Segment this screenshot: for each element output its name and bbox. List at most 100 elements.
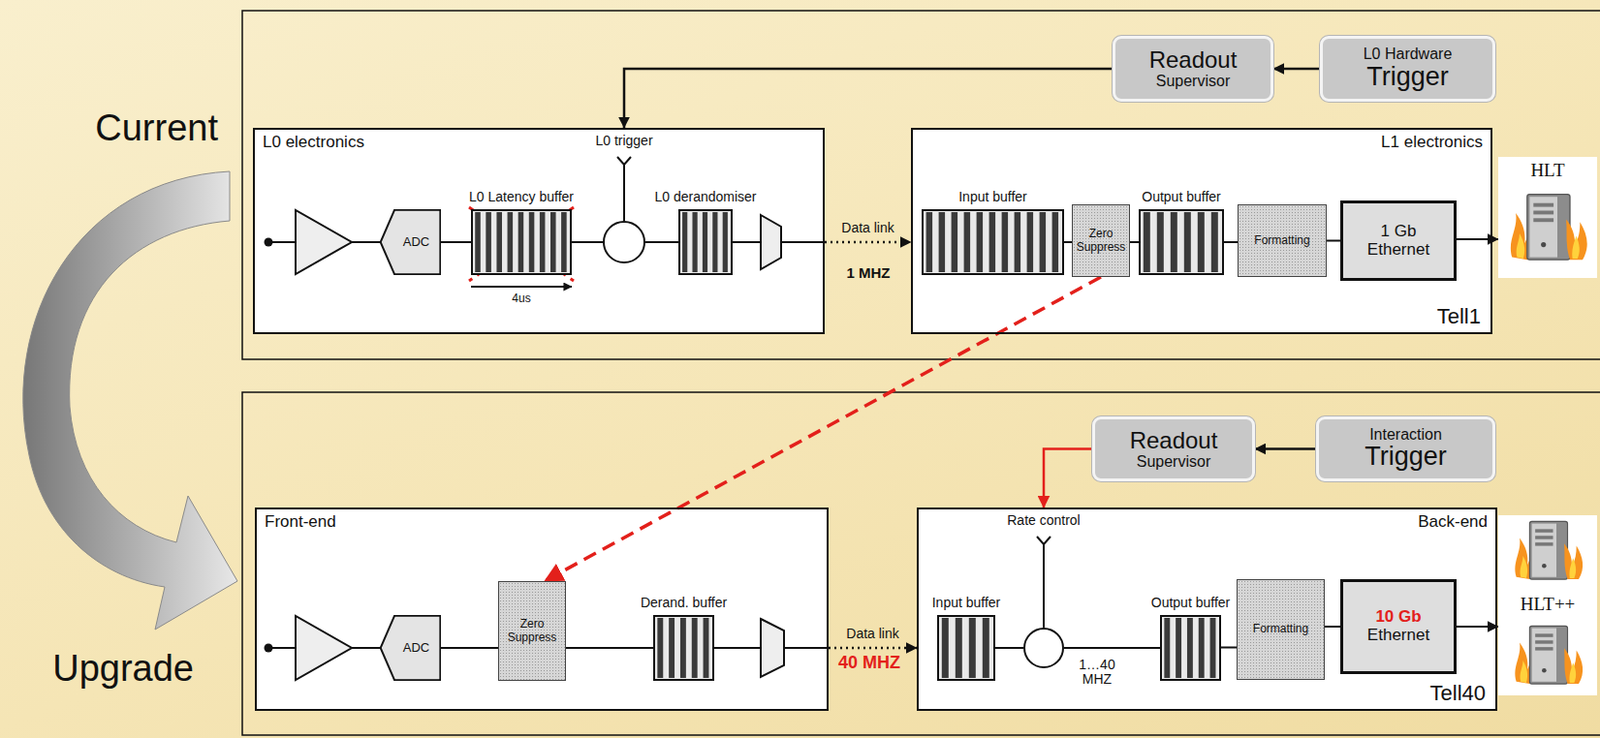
buffer-cell [507, 212, 514, 273]
signal-wire [784, 647, 829, 650]
buffer-block: Derand. buffer [653, 615, 715, 682]
buffer-cell [485, 212, 492, 273]
signal-wire [351, 647, 380, 650]
drive-slot [1533, 211, 1554, 216]
server-front [1532, 524, 1557, 578]
trigger-gate: Rate control [997, 507, 1091, 671]
buffer-cell [1157, 212, 1164, 273]
electronics-board: ADCZero SuppressDerand. bufferFront-end [254, 507, 829, 712]
control-box: L0 HardwareTrigger [1319, 35, 1496, 102]
signal-link [1223, 241, 1238, 244]
drive-slot [1535, 542, 1553, 546]
buffer-cell [712, 212, 718, 273]
signal-link [1324, 626, 1341, 628]
server-farm: HLT [1498, 156, 1598, 279]
buffer-cell [539, 212, 546, 273]
buffer-block: L0 Latency buffer [470, 209, 572, 276]
signal-note: 1 MHZ [839, 265, 898, 283]
node-label: L0 trigger [577, 133, 671, 149]
multiplexer-symbol [760, 215, 782, 270]
node-label: Output buffer [1151, 596, 1230, 611]
multiplexer-symbol [760, 619, 785, 678]
server-case [1529, 521, 1568, 580]
node-label: Zero Suppress [1076, 227, 1127, 253]
server-front [1529, 196, 1558, 257]
buffer-cell [941, 618, 949, 679]
link-label: Data link [810, 220, 927, 236]
buffer-cell [955, 618, 963, 679]
upgrade-link [544, 277, 1101, 582]
buffer-cell [982, 618, 990, 679]
link-label: Data link [815, 627, 932, 642]
signal-link [1273, 67, 1320, 71]
node-label: Output buffer [1141, 189, 1221, 205]
flame [1564, 648, 1583, 685]
signal-link [571, 241, 603, 244]
power-light [1541, 668, 1547, 674]
node-label: ADC [403, 641, 430, 656]
buffer-outline [471, 210, 571, 275]
buffer-block: L0 derandomiser [678, 209, 733, 276]
node-sublabel: Supervisor [1136, 453, 1211, 471]
signal-link [1254, 447, 1317, 451]
signal-link [1129, 241, 1139, 244]
node-label: Back-end [1417, 513, 1488, 533]
flame [1571, 236, 1580, 259]
node-label: Formatting [1254, 234, 1310, 248]
node-label: 10 Gb [1375, 608, 1421, 628]
gate-circle [1023, 627, 1065, 669]
buffer-cells [470, 209, 572, 276]
signal-link [1064, 647, 1161, 650]
board-fill [254, 507, 829, 712]
server-icon [1510, 194, 1588, 261]
flame [1568, 558, 1576, 579]
drive-slot [1535, 633, 1553, 637]
signal-link [1221, 647, 1237, 650]
control-box: InteractionTrigger [1316, 416, 1496, 482]
node-label: Readout [1149, 47, 1238, 73]
buffer-cell [989, 212, 997, 273]
board-fill [910, 127, 1493, 335]
latency-arrow [470, 285, 572, 288]
section-frame [242, 392, 1600, 736]
removed-cross [469, 207, 574, 282]
trigger-tick [617, 156, 631, 221]
drive-slot [1535, 647, 1553, 651]
buffer-cell [496, 212, 502, 273]
buffer-cell [1197, 212, 1205, 273]
drive-slot [1533, 203, 1554, 208]
node-sublabel: Trigger [1364, 442, 1447, 472]
node-label: Readout [1129, 428, 1219, 454]
node-label: L1 electronics [1380, 133, 1483, 153]
buffer-cells [1138, 209, 1224, 276]
buffer-cell [1187, 618, 1193, 679]
electronics-board: Input bufferZero Suppress Output bufferFo… [910, 127, 1493, 335]
signal-wire [732, 241, 761, 244]
buffer-cell [702, 212, 708, 273]
buffer-cell [939, 212, 946, 273]
buffer-cell [474, 212, 481, 273]
buffer-cell [976, 212, 984, 273]
node-label: Input buffer [932, 596, 1002, 611]
gate-circle [602, 220, 646, 264]
process-box: Zero Suppress [1071, 204, 1130, 278]
buffer-outline [654, 616, 714, 681]
buffer-outline [1139, 210, 1224, 275]
control-box: ReadoutSupervisor [1092, 416, 1255, 482]
signal-link [1326, 240, 1341, 243]
buffer-cell [1210, 618, 1217, 679]
control-box: ReadoutSupervisor [1112, 35, 1274, 102]
flame [1520, 660, 1529, 684]
node-label: L0 derandomiser [654, 189, 756, 205]
node-label: L0 Hardware [1363, 45, 1453, 63]
trigger-tick [1036, 536, 1051, 628]
drive-slot [1535, 529, 1553, 533]
buffer-cells [1160, 615, 1222, 682]
buffer-cell [1014, 212, 1022, 273]
node-label: Zero Suppress [502, 618, 562, 644]
buffer-cell [550, 212, 557, 273]
stage-caption: Upgrade [38, 649, 194, 691]
node-label: Input buffer [958, 189, 1028, 205]
drive-slot [1533, 218, 1554, 222]
node-sublabel: Tell40 [1430, 682, 1486, 706]
